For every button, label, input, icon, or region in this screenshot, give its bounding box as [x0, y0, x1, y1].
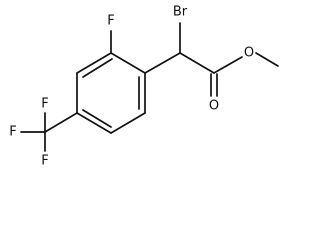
ester-oxygen-label: O	[244, 46, 254, 61]
bromine-label: Br	[173, 5, 188, 20]
cf3-lower-fluorine-label: F	[41, 154, 48, 169]
ring-double-bond-c2-c3	[82, 58, 113, 78]
ring-to-cf3-bond	[44, 112, 78, 133]
ring-bond-c4-c5	[76, 112, 112, 134]
alpha-carbon-carbonyl-bond	[179, 52, 215, 74]
cf3-upper-fluorine-label: F	[41, 97, 48, 112]
carbonyl-oxygen-label: O	[209, 99, 219, 114]
ring-double-bond-c4-c5	[82, 109, 112, 128]
atom-label-layer: Br O O F F F F	[9, 5, 254, 169]
bond-layer	[20, 22, 279, 152]
ring-bond-c2-c3	[76, 52, 112, 74]
chemical-structure: Br O O F F F F	[9, 5, 279, 169]
ring-bond-c1-c2	[110, 52, 146, 74]
ring-bond-c5-c6	[110, 112, 146, 134]
carbonyl-to-ester-oxygen-bond	[213, 56, 243, 74]
ester-oxygen-to-methyl-bond	[255, 52, 279, 67]
ring-to-alpha-carbon-bond	[144, 52, 181, 74]
ring-fluorine-label: F	[107, 14, 114, 29]
cf3-left-fluorine-label: F	[9, 125, 16, 140]
